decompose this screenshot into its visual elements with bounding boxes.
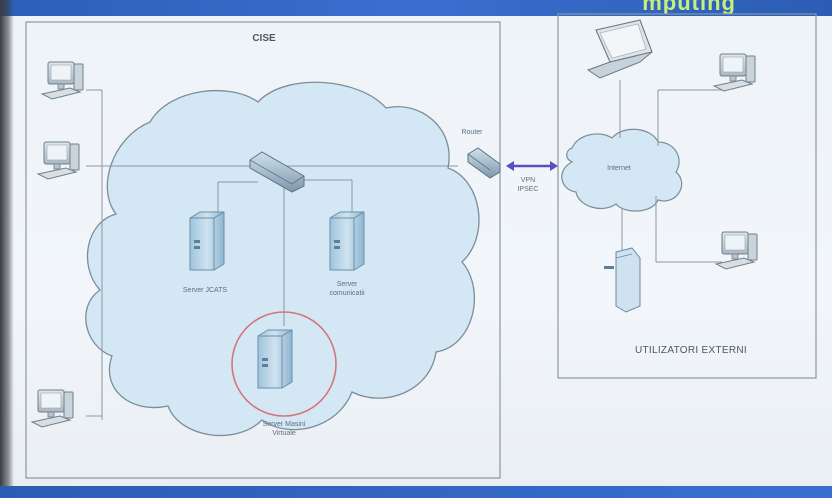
server-vm-label: Server Masini Virtuale xyxy=(262,421,306,437)
title-text: mputing xyxy=(642,0,736,15)
pc-icon xyxy=(31,389,74,428)
pc-icon xyxy=(713,53,756,92)
laptop-icon xyxy=(586,19,653,79)
left-edge-shadow xyxy=(0,0,14,498)
switch-icon xyxy=(249,151,305,193)
title-bar: mputing xyxy=(0,0,832,16)
vpn-label: VPN IPSEC xyxy=(517,177,539,193)
server-comunicatii-label: Server comunicatii xyxy=(329,281,365,297)
cise-zone-label: CISE xyxy=(252,33,276,44)
external-frame xyxy=(557,13,817,379)
server-jcats-label: Server JCATS xyxy=(182,287,228,294)
router-icon xyxy=(467,147,501,179)
highlight-circle xyxy=(231,311,337,417)
server-vm-icon xyxy=(257,329,293,389)
internet-cloud xyxy=(561,128,683,212)
server-jcats-icon xyxy=(189,211,225,271)
mobile-device-icon xyxy=(604,247,641,313)
pc-icon xyxy=(41,61,84,100)
internet-label: Internet xyxy=(607,165,631,172)
cise-cloud xyxy=(85,81,480,437)
external-zone-label: UTILIZATORI EXTERNI xyxy=(634,345,747,356)
router-label: Router xyxy=(461,129,483,136)
vpn-link-arrow xyxy=(506,161,558,171)
server-comunicatii-icon xyxy=(329,211,365,271)
bottom-bar xyxy=(0,486,832,498)
pc-icon xyxy=(715,231,758,270)
pc-icon xyxy=(37,141,80,180)
cise-frame xyxy=(25,21,501,479)
